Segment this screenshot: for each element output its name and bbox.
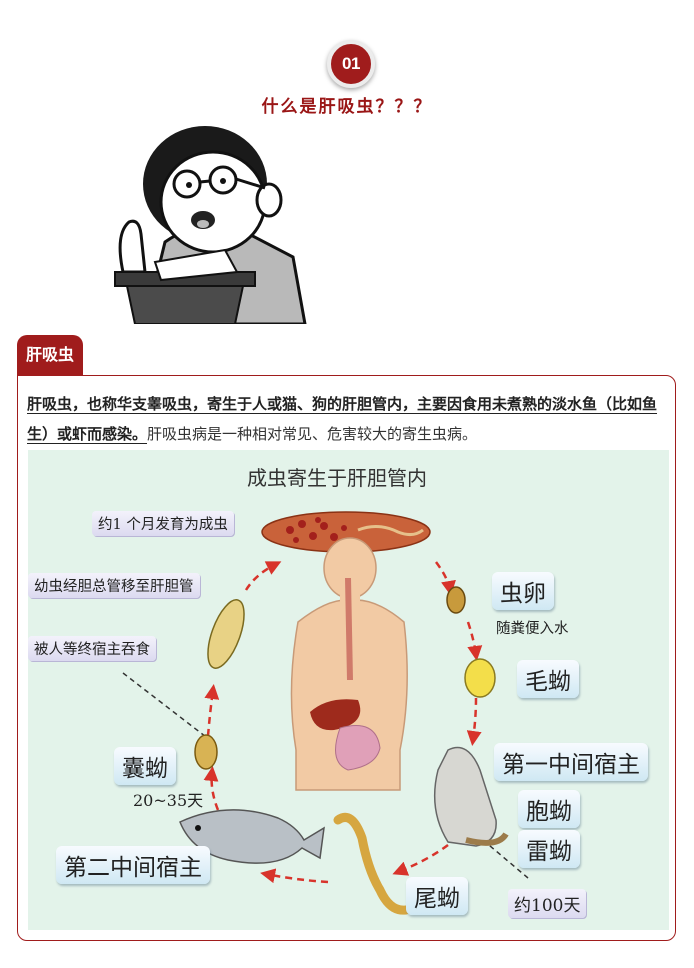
pointer-eaten <box>122 672 211 741</box>
label-second-intermediate-host: 第二中间宿主 <box>56 846 210 884</box>
metacercaria-illustration <box>194 734 218 770</box>
label-sporocyst: 胞蚴 <box>518 790 580 828</box>
label-metacercaria: 囊蚴 <box>114 747 176 785</box>
arrow-snail-to-cercaria <box>392 843 449 876</box>
label-cercaria: 尾蚴 <box>406 877 468 915</box>
pointer-100-days <box>482 839 529 879</box>
description-paragraph: 肝吸虫，也称华支睾吸虫，寄生于人或猫、狗的肝胆管内，主要因食用未煮熟的淡水鱼（比… <box>27 389 672 449</box>
arrow-larva-to-adult <box>244 561 282 591</box>
intestines <box>335 725 381 771</box>
label-miracidium: 毛蚴 <box>517 660 579 698</box>
larva-illustration <box>207 599 245 669</box>
section-number-badge: 01 <box>327 40 375 88</box>
label-larva-migration: 幼虫经胆总管移至肝胆管 <box>28 573 200 598</box>
liver <box>310 699 361 731</box>
label-20-35-days: 20~35天 <box>133 791 204 810</box>
arrow-egg-to-miracidium <box>466 621 483 661</box>
description-emphasis: 肝吸虫，也称华支睾吸虫，寄生于人或猫、狗的肝胆管内，主要因食用未煮熟的淡水鱼（比… <box>27 395 658 443</box>
label-eaten-by-host: 被人等终宿主吞食 <box>28 636 156 661</box>
label-egg-note: 随粪便入水 <box>496 621 569 637</box>
label-first-intermediate-host: 第一中间宿主 <box>494 743 648 781</box>
miracidium-illustration <box>464 658 496 698</box>
label-100-days: 约100天 <box>508 889 587 918</box>
egg-illustration <box>446 586 466 614</box>
diagram-title: 成虫寄生于肝胆管内 <box>247 466 427 490</box>
arrow-miracidium-to-snail <box>466 697 482 746</box>
cercaria-illustration <box>333 812 411 915</box>
label-redia: 雷蚴 <box>518 830 580 868</box>
life-cycle-diagram: 成虫寄生于肝胆管内 约1 个月发育为成虫 幼虫经胆总管移至肝胆管 被人等终宿主吞… <box>28 450 669 930</box>
arrow-fish-to-metacercaria <box>203 766 220 811</box>
arrow-cercaria-to-fish <box>260 868 329 884</box>
arrow-metacercaria-to-larva <box>204 684 220 737</box>
description-text: 肝吸虫病是一种相对常见、危害较大的寄生虫病。 <box>147 425 478 443</box>
arrow-adult-to-egg <box>434 561 456 596</box>
lecturer-cartoon-illustration <box>114 126 307 324</box>
topic-tag: 肝吸虫 <box>17 335 84 375</box>
label-egg: 虫卵 <box>492 572 554 610</box>
fish-illustration <box>179 809 325 864</box>
life-cycle-artwork <box>122 511 529 915</box>
snail-illustration <box>433 746 497 847</box>
label-adult-development: 约1 个月发育为成虫 <box>92 511 234 536</box>
section-heading: 什么是肝吸虫？？？ <box>261 97 433 117</box>
